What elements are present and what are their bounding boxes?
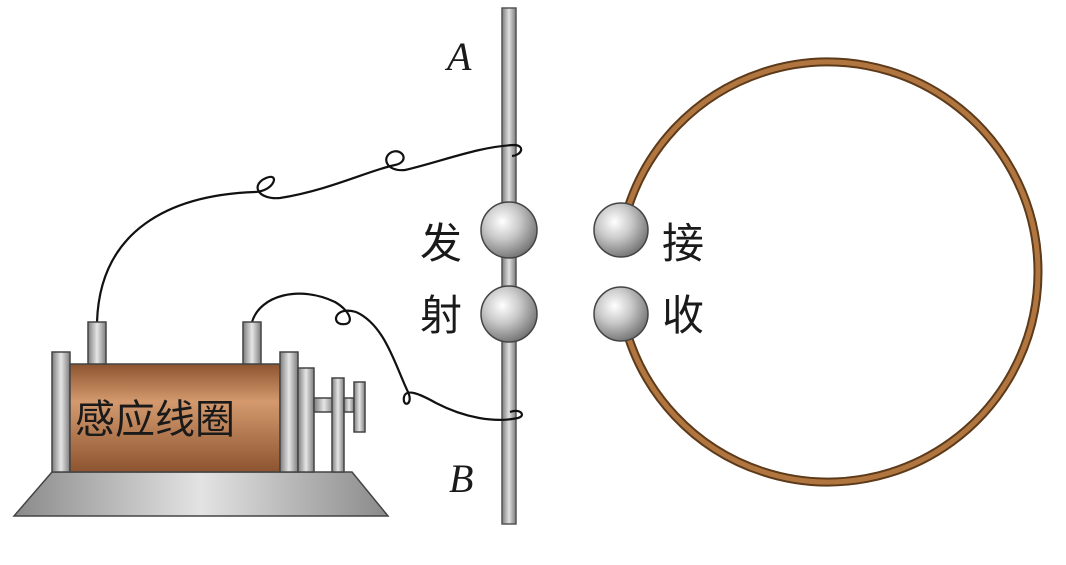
label-transmit-top: 发 — [420, 219, 462, 268]
coil-body — [69, 363, 281, 473]
coil-terminal-right — [242, 321, 262, 365]
induction-coil — [12, 321, 390, 517]
receiver-sphere-bottom — [593, 286, 649, 342]
wire-lower — [250, 292, 523, 421]
label-point-a: A — [444, 34, 472, 79]
coil-terminal-left — [87, 321, 107, 365]
label-coil: 感应线圈 — [75, 397, 235, 443]
interrupter-screw — [353, 381, 366, 433]
transmitter-sphere-bottom — [480, 285, 538, 343]
transmitter-sphere-top — [480, 201, 538, 259]
vertical-rod — [501, 7, 517, 525]
interrupter-post — [331, 377, 345, 473]
coil-base — [12, 471, 390, 517]
label-point-b: B — [449, 456, 473, 501]
coil-right-plate — [279, 351, 299, 473]
wire-upper — [95, 143, 523, 323]
label-receive-top: 接 — [662, 219, 704, 268]
label-transmit-bottom: 射 — [420, 291, 462, 340]
receiver-sphere-top — [593, 202, 649, 258]
coil-left-plate — [51, 351, 71, 473]
label-receive-bottom: 收 — [662, 291, 704, 340]
